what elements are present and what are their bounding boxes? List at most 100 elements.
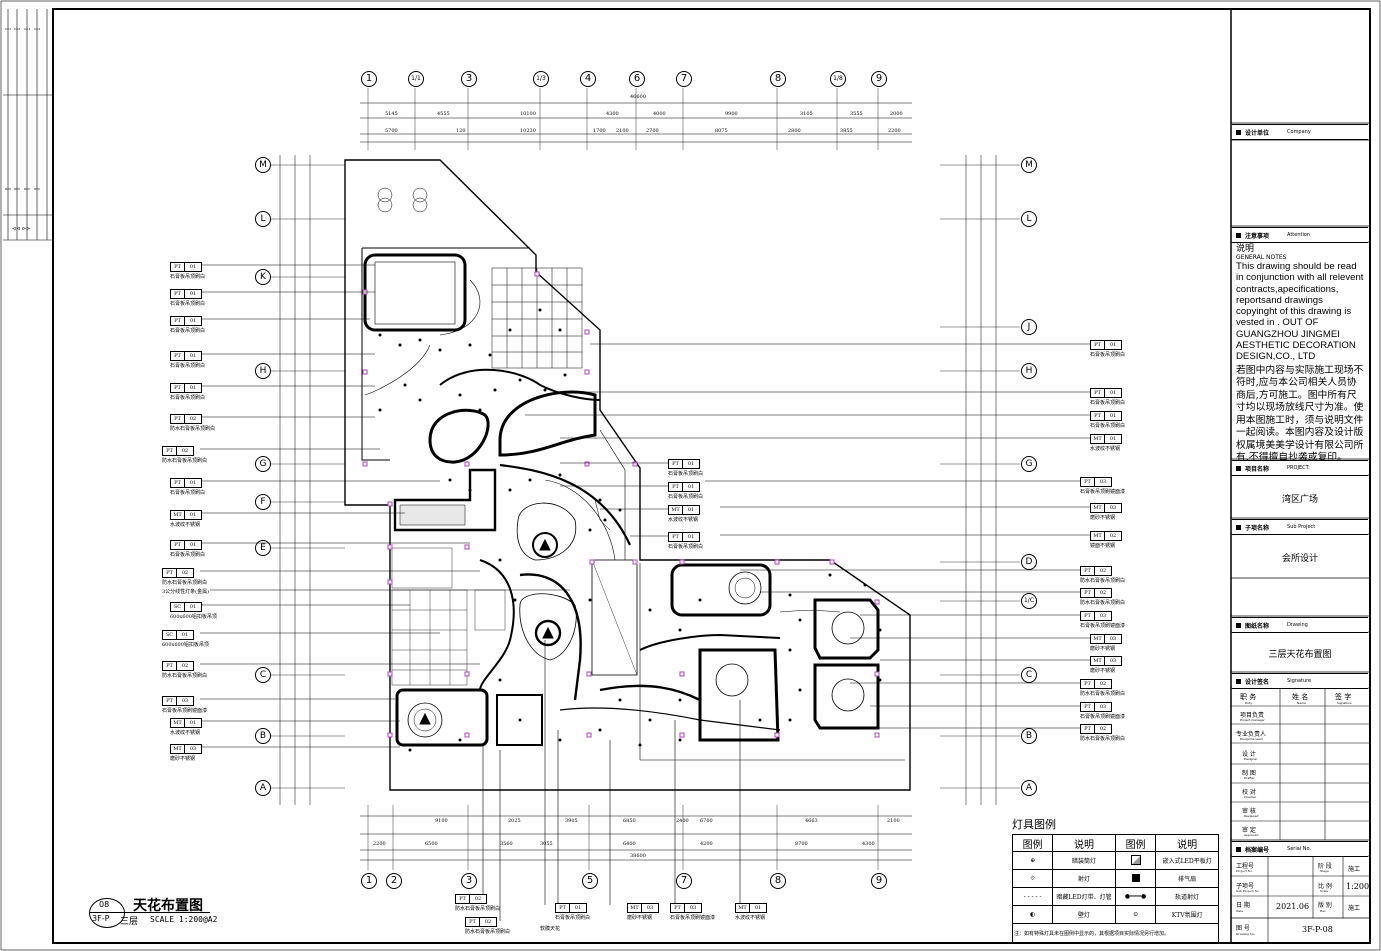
- material-label: 磨砂不锈钢: [627, 915, 653, 921]
- material-label: 石膏板吊顶刷镜面漆: [670, 915, 716, 921]
- sig-row-label-en: Drafter: [1244, 776, 1255, 780]
- grid-bubble: B: [1021, 728, 1037, 744]
- material-label: 防水石膏板吊顶刷白: [170, 426, 216, 432]
- material-label: 石膏板吊顶刷白: [1090, 400, 1126, 406]
- sig-row-label-en: Discipline Lead: [1240, 737, 1263, 741]
- grid-bubble: 1/3: [533, 71, 549, 87]
- tb-label: 设计签名: [1245, 678, 1270, 686]
- grid-bubble: 4: [580, 71, 596, 87]
- sig-row-label: 审 核: [1242, 808, 1256, 815]
- material-code-type: PT: [171, 352, 185, 360]
- material-label: 防水石膏板吊顶刷白: [1080, 600, 1126, 606]
- material-code-number: 01: [1109, 436, 1117, 442]
- material-code-number: 03: [646, 905, 654, 911]
- left-revision-strip: [3, 9, 52, 241]
- material-label: 石膏板吊顶刷白: [668, 544, 704, 550]
- tb-cell: 子项号: [1236, 883, 1255, 890]
- material-label: 石膏板吊顶刷白: [170, 395, 206, 401]
- dim-value: 2100: [887, 818, 900, 824]
- material-label: 石膏板吊顶刷白: [1090, 423, 1126, 429]
- dim-total: 46600: [630, 94, 646, 100]
- general-notes: 说明 GENERAL NOTES This drawing should be …: [1236, 244, 1366, 465]
- dim-value: 3560: [500, 841, 513, 847]
- grid-bubble: 1/C: [1021, 593, 1037, 609]
- grid-bubble: 3: [461, 71, 477, 87]
- legend-desc: 壁灯: [1052, 905, 1116, 924]
- tb-cell-en: Rev: [1320, 909, 1326, 913]
- material-code-number: 01: [687, 484, 695, 490]
- dim-value: 2025: [508, 818, 521, 824]
- material-code-number: 02: [484, 919, 492, 925]
- title-badge-number: 08: [99, 900, 110, 909]
- grid-bubble: L: [255, 211, 271, 227]
- legend-desc: KTV氛围灯: [1155, 905, 1219, 924]
- material-label: 防水石膏板吊顶刷白: [1080, 691, 1126, 697]
- spotlight-icon: ⟐: [1011, 869, 1054, 888]
- dim-value: 3555: [850, 111, 863, 117]
- tb-label: 档案编号: [1245, 846, 1270, 854]
- material-label: 3公分线性灯条(金属): [162, 589, 210, 595]
- material-label: 水波纹不锈钢: [170, 730, 201, 736]
- material-code-type: PT: [171, 263, 185, 271]
- dim-value: 3855: [840, 128, 853, 134]
- material-label: 防水石膏板吊顶刷白: [162, 458, 208, 464]
- material-code-type: PT: [466, 918, 480, 926]
- dim-value: 4200: [700, 841, 713, 847]
- exhaust-fan-icon: [1114, 869, 1157, 888]
- material-code-type: PT: [171, 290, 185, 298]
- legend-desc: 嵌入式LED平板灯: [1155, 851, 1219, 870]
- material-code-type: MT: [736, 904, 750, 912]
- tb-label: 设计单位: [1245, 129, 1270, 137]
- material-code-type: PT: [669, 483, 683, 491]
- grid-bubble: K: [255, 269, 271, 285]
- material-label: 软膜天花: [540, 926, 561, 932]
- material-code-number: 03: [1099, 613, 1107, 619]
- dim-value: 2700: [646, 128, 659, 134]
- material-code-type: PT: [171, 415, 185, 423]
- tb-label-en: Serial No.: [1287, 846, 1312, 852]
- material-code-number: 01: [189, 604, 197, 610]
- material-code-type: PT: [669, 460, 683, 468]
- tb-project-header: 项目名称 PROJECT:: [1232, 460, 1368, 476]
- svg-text:REV: REV: [24, 187, 31, 191]
- tb-label-en: Sub Project: [1287, 524, 1316, 530]
- tb-label-en: Signature: [1287, 678, 1312, 684]
- material-code-number: 02: [181, 663, 189, 669]
- material-code-number: 03: [689, 905, 697, 911]
- material-label: 600x600铝扣板吊顶: [162, 642, 209, 648]
- material-code-number: 01: [181, 632, 189, 638]
- square-bullet-icon: [1236, 129, 1241, 135]
- material-code-type: PT: [163, 569, 177, 577]
- tb-cell-value: 施工: [1348, 905, 1361, 912]
- material-code-type: MT: [171, 719, 185, 727]
- material-code-number: 03: [1109, 658, 1117, 664]
- square-bullet-icon: [1236, 465, 1241, 471]
- sig-col-name-en: Name: [1297, 701, 1306, 705]
- tb-label-en: Drawing: [1287, 622, 1308, 628]
- legend-table: 图例 说明 图例 说明 ⊕ 暗装筒灯 嵌入式LED平板灯 ⟐ 射灯 排气扇 - …: [1011, 834, 1219, 944]
- tb-attention-header: 注意事项 Attention: [1232, 227, 1368, 243]
